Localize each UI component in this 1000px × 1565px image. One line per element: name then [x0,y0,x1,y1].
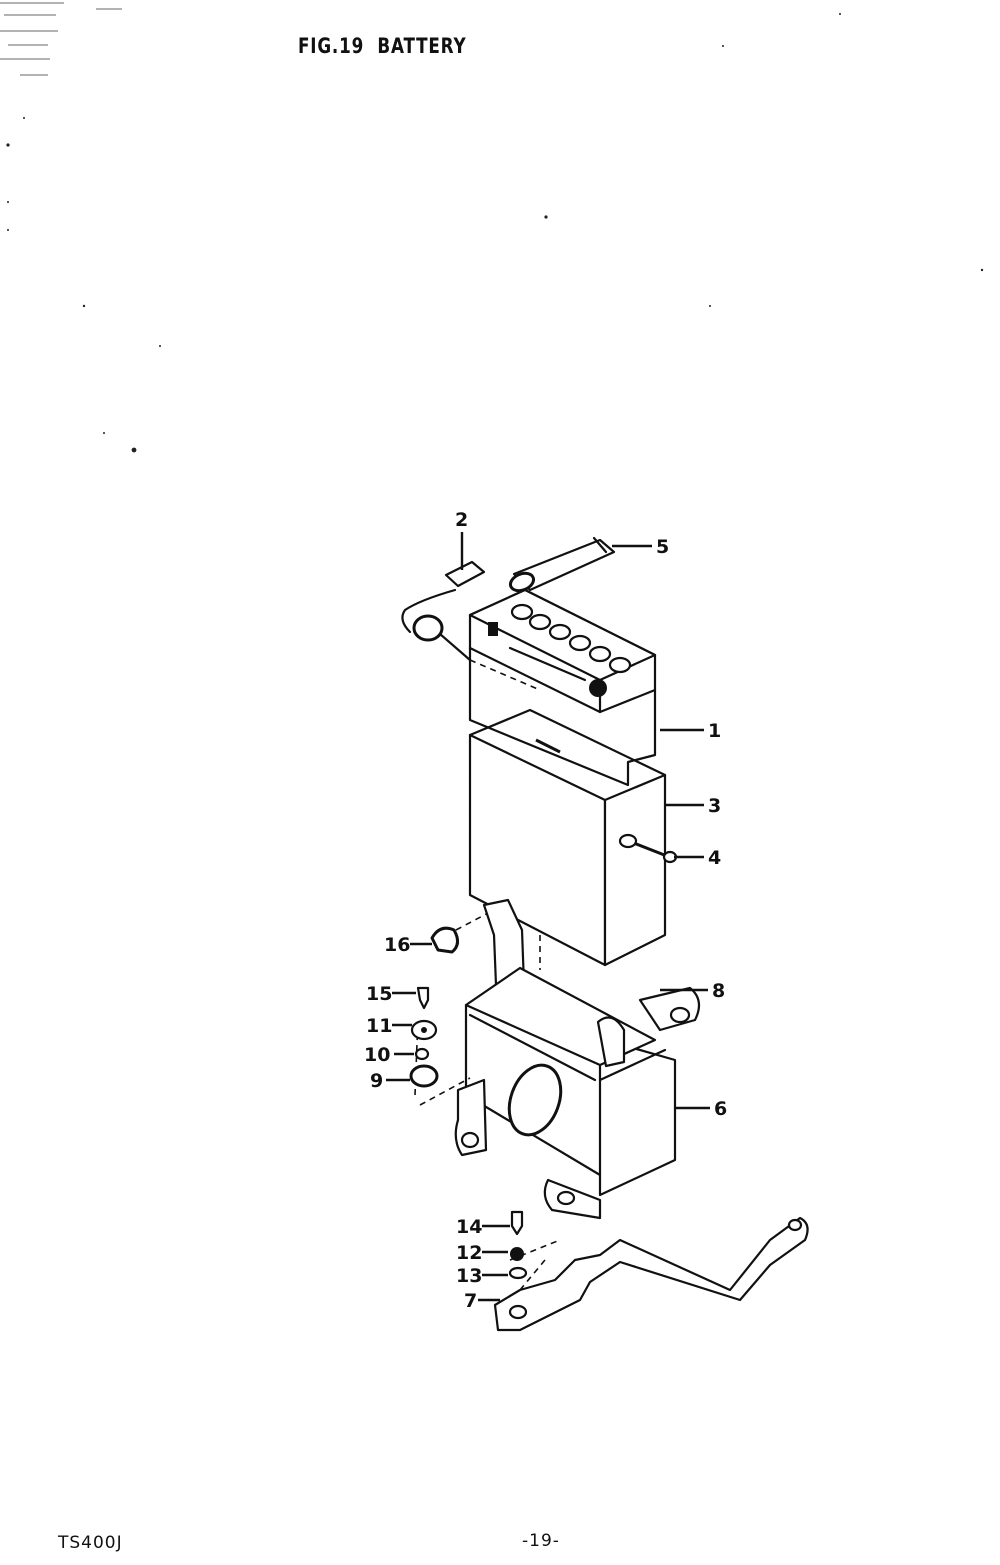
part-battery-lead [401,560,541,691]
part-cap-16 [430,911,491,954]
callout-5: 5 [656,536,669,558]
leader-lines [386,532,710,1302]
callout-labels: 2 5 1 3 4 16 15 11 10 9 8 6 14 12 13 7 [364,509,727,1312]
callout-1: 1 [708,720,721,742]
figure-title: FIG.19 BATTERY [298,34,467,58]
part-fasteners-lower [508,1210,528,1280]
part-bolt-4 [618,833,678,864]
callout-2: 2 [455,509,468,531]
callout-3: 3 [708,795,721,817]
callout-13: 13 [456,1265,482,1287]
part-battery [468,588,657,787]
model-code: TS400J [58,1533,123,1553]
part-fasteners-left [409,986,439,1088]
callout-9: 9 [370,1070,383,1092]
callout-15: 15 [366,983,392,1005]
part-holder-bracket [493,1216,809,1332]
scan-noise [0,2,984,453]
part-vent-tube [508,536,616,593]
callout-7: 7 [464,1290,477,1312]
callout-16: 16 [384,934,410,956]
callout-8: 8 [712,980,725,1002]
callout-12: 12 [456,1242,482,1264]
battery-cell-caps [510,603,632,674]
callout-11: 11 [366,1015,392,1037]
callout-10: 10 [364,1044,390,1066]
callout-6: 6 [714,1098,727,1120]
page-number: -19- [522,1531,560,1551]
callout-14: 14 [456,1216,482,1238]
part-battery-holder [414,966,701,1220]
callout-4: 4 [708,847,721,869]
